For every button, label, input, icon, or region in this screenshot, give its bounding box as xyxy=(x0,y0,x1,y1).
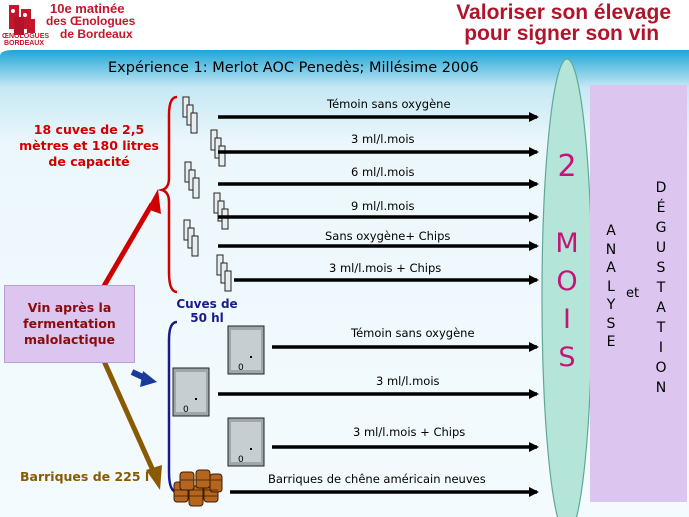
tank-pair-3 xyxy=(184,161,200,199)
large-tanks-brace xyxy=(167,320,178,494)
page-title: Valoriser son élevage pour signer son vi… xyxy=(456,2,671,44)
analysis-letter: A xyxy=(606,260,616,276)
large-tank-3: 0 xyxy=(227,417,265,467)
tasting-letter: T xyxy=(656,320,666,336)
duration-number: 2 xyxy=(557,149,577,184)
tank-pair-4 xyxy=(213,192,229,230)
oenologues-logo-icon xyxy=(9,5,35,35)
arrow-to-small-tanks xyxy=(101,202,155,288)
small-tank-icons xyxy=(182,96,232,292)
barrels-label: Barriques de 225 l xyxy=(20,469,150,484)
large-tank-icons: 0 0 0 xyxy=(172,325,265,467)
tasting-letter: T xyxy=(656,280,666,296)
analysis-letter: A xyxy=(606,223,616,239)
treatment-label-2: 3 ml/l.mois xyxy=(351,132,415,146)
treatment-label-4: 9 ml/l.mois xyxy=(351,199,415,213)
title-line-2: pour signer son vin xyxy=(464,22,660,45)
duration-letter: M xyxy=(555,228,579,259)
diagram-title: Expérience 1: Merlot AOC Penedès; Millés… xyxy=(108,60,479,76)
analysis-letter: Y xyxy=(606,297,616,313)
duration-letter: S xyxy=(558,342,576,373)
panel-background xyxy=(0,50,689,517)
svg-text:0: 0 xyxy=(238,363,244,373)
tasting-letter: O xyxy=(655,360,667,376)
tasting-letter: N xyxy=(655,380,667,396)
large-tanks-label: Cuves de 50 hl xyxy=(176,297,238,325)
tasting-word: D É G U S T A T I O N xyxy=(653,178,669,398)
logo-line-2: des Œnologues xyxy=(46,14,136,28)
tasting-letter: A xyxy=(656,300,666,316)
treatment-label-9: 3 ml/l.mois + Chips xyxy=(353,425,466,439)
treatment-label-7: Témoin sans oxygène xyxy=(351,326,475,340)
treatment-label-10: Barriques de chêne américain neuves xyxy=(268,472,486,486)
tank-pair-2 xyxy=(210,129,226,167)
analysis-box xyxy=(590,85,687,502)
tank-pair-5 xyxy=(183,219,199,257)
treatment-label-6: 3 ml/l.mois + Chips xyxy=(329,261,442,275)
analysis-letter: S xyxy=(606,315,616,332)
logo-small-text: ŒNOLOGUES BORDEAUX xyxy=(2,33,50,47)
treatment-label-1: Témoin sans oxygène xyxy=(327,97,451,111)
arrow-to-barrels xyxy=(101,359,158,477)
small-tanks-brace xyxy=(157,95,178,294)
tasting-letter: D xyxy=(655,180,667,196)
treatment-label-5: Sans oxygène+ Chips xyxy=(325,229,451,243)
connector-et: et xyxy=(626,286,640,301)
arrow-head-blue xyxy=(140,371,157,387)
tank-pair-6 xyxy=(216,254,232,292)
tasting-letter: U xyxy=(655,240,667,256)
treatment-label-3: 6 ml/l.mois xyxy=(351,165,415,179)
duration-letter: I xyxy=(563,304,571,335)
tasting-letter: G xyxy=(655,220,667,236)
tank-pair-1 xyxy=(182,96,198,134)
logo-line-3: de Bordeaux xyxy=(60,27,133,41)
svg-text:0: 0 xyxy=(238,455,244,465)
title-line-1: Valoriser son élevage xyxy=(456,1,671,24)
logo-line-1: 10e matinée xyxy=(50,1,125,16)
large-tank-1: 0 xyxy=(227,325,265,375)
tasting-letter: S xyxy=(656,260,666,276)
header: ŒNOLOGUES BORDEAUX 10e matinée des Œnolo… xyxy=(0,0,689,50)
arrow-head-red xyxy=(147,189,161,214)
source-box-label: Vin après la fermentation malolactique xyxy=(23,300,116,347)
analysis-word: A N A L Y S E xyxy=(603,222,619,352)
tasting-letter: É xyxy=(656,200,666,216)
tasting-letter: I xyxy=(658,340,664,356)
arrow-head-brown xyxy=(146,465,162,490)
analysis-letter: E xyxy=(606,334,616,350)
duration-letter: O xyxy=(556,266,578,297)
experiment-diagram: 0 0 0 xyxy=(0,50,689,517)
small-tanks-label: 18 cuves de 2,5 mètres et 180 litres de … xyxy=(19,122,159,169)
duration-unit: M O I S xyxy=(553,225,581,377)
analysis-letter: N xyxy=(605,241,617,258)
large-tank-2: 0 xyxy=(172,367,210,417)
svg-text:0: 0 xyxy=(183,405,189,415)
source-box: Vin après la fermentation malolactique xyxy=(4,285,135,363)
treatment-arrows xyxy=(218,112,539,497)
treatment-label-8: 3 ml/l.mois xyxy=(376,374,440,388)
barrels-icon xyxy=(173,469,223,507)
analysis-letter: L xyxy=(607,278,615,295)
